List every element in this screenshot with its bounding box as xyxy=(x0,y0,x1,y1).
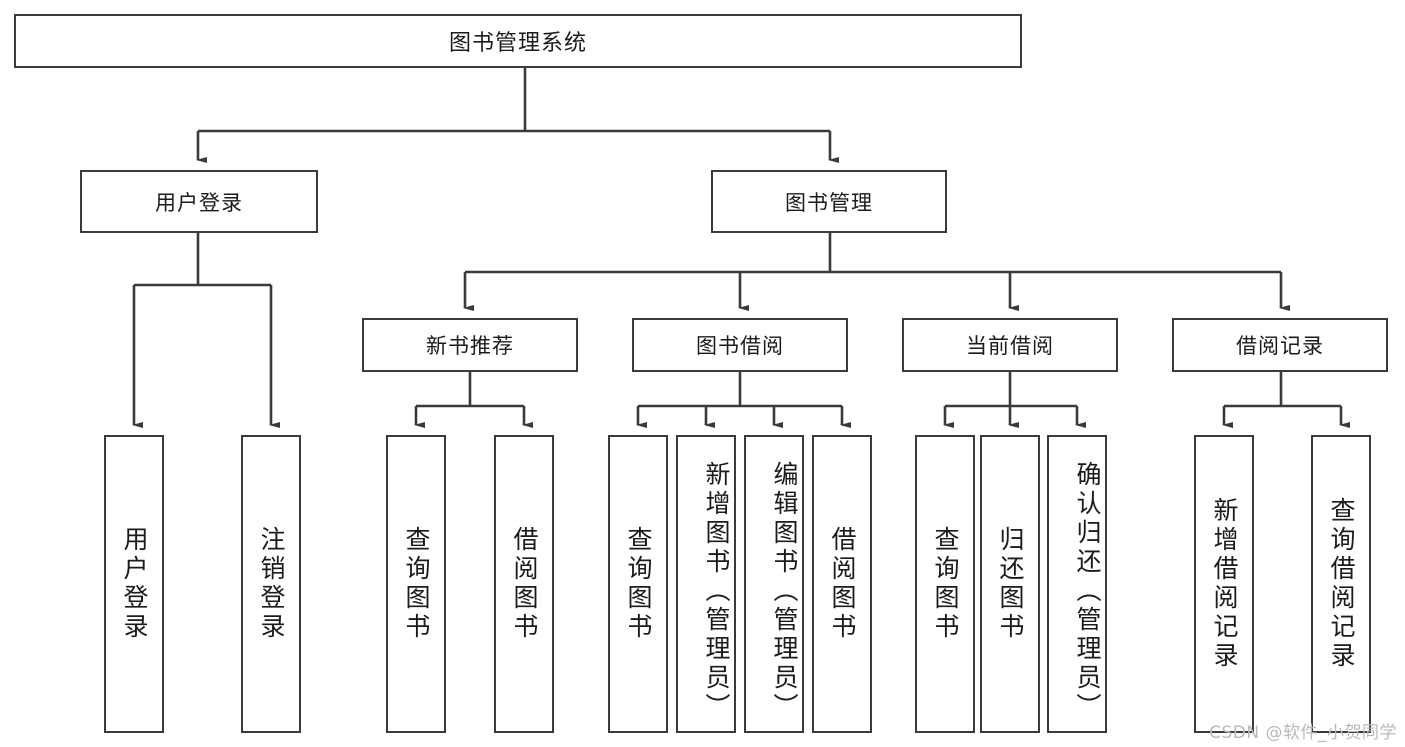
node-label: 用户登录 xyxy=(120,526,149,642)
leaf-book-borrow-edit[interactable]: 编辑图书（管理员） xyxy=(744,435,804,733)
node-label: 注销登录 xyxy=(257,526,286,642)
node-label: 借阅图书 xyxy=(828,526,857,642)
leaf-user-login-login[interactable]: 用户登录 xyxy=(104,435,164,733)
leaf-book-borrow-add[interactable]: 新增图书（管理员） xyxy=(676,435,736,733)
node-label: 新书推荐 xyxy=(426,334,514,358)
leaf-user-login-logout[interactable]: 注销登录 xyxy=(241,435,301,733)
leaf-new-book-borrow[interactable]: 借阅图书 xyxy=(494,435,554,733)
node-label: 当前借阅 xyxy=(966,334,1054,358)
node-user-login[interactable]: 用户登录 xyxy=(80,170,318,233)
node-new-book-recommend[interactable]: 新书推荐 xyxy=(362,318,578,372)
node-root-system[interactable]: 图书管理系统 xyxy=(14,14,1022,68)
leaf-current-borrow-confirm-return[interactable]: 确认归还（管理员） xyxy=(1047,435,1107,733)
node-label: 用户登录 xyxy=(155,190,243,215)
node-label: 新增借阅记录 xyxy=(1210,497,1239,671)
leaf-current-borrow-return[interactable]: 归还图书 xyxy=(980,435,1040,733)
node-current-borrow[interactable]: 当前借阅 xyxy=(902,318,1118,372)
node-label: 借阅图书 xyxy=(510,526,539,642)
watermark: CSDN @软件_小贺同学 xyxy=(1209,723,1397,743)
node-label: 新增图书（管理员） xyxy=(702,460,731,722)
node-book-management[interactable]: 图书管理 xyxy=(711,170,947,233)
node-label: 编辑图书（管理员） xyxy=(770,460,799,722)
leaf-borrow-record-add[interactable]: 新增借阅记录 xyxy=(1194,435,1254,733)
leaf-current-borrow-query[interactable]: 查询图书 xyxy=(915,435,975,733)
node-label: 确认归还（管理员） xyxy=(1073,460,1102,722)
leaf-book-borrow-borrow[interactable]: 借阅图书 xyxy=(812,435,872,733)
node-label: 查询图书 xyxy=(931,526,960,642)
node-label: 图书管理系统 xyxy=(448,31,587,56)
node-label: 图书借阅 xyxy=(696,334,784,358)
leaf-book-borrow-query[interactable]: 查询图书 xyxy=(608,435,668,733)
node-label: 查询图书 xyxy=(624,526,653,642)
node-borrow-record[interactable]: 借阅记录 xyxy=(1172,318,1388,372)
leaf-borrow-record-query[interactable]: 查询借阅记录 xyxy=(1311,435,1371,733)
leaf-new-book-query[interactable]: 查询图书 xyxy=(386,435,446,733)
node-label: 查询图书 xyxy=(402,526,431,642)
node-label: 图书管理 xyxy=(785,190,873,215)
node-label: 借阅记录 xyxy=(1236,334,1324,358)
node-book-borrow[interactable]: 图书借阅 xyxy=(632,318,848,372)
node-label: 归还图书 xyxy=(996,526,1025,642)
node-label: 查询借阅记录 xyxy=(1327,497,1356,671)
